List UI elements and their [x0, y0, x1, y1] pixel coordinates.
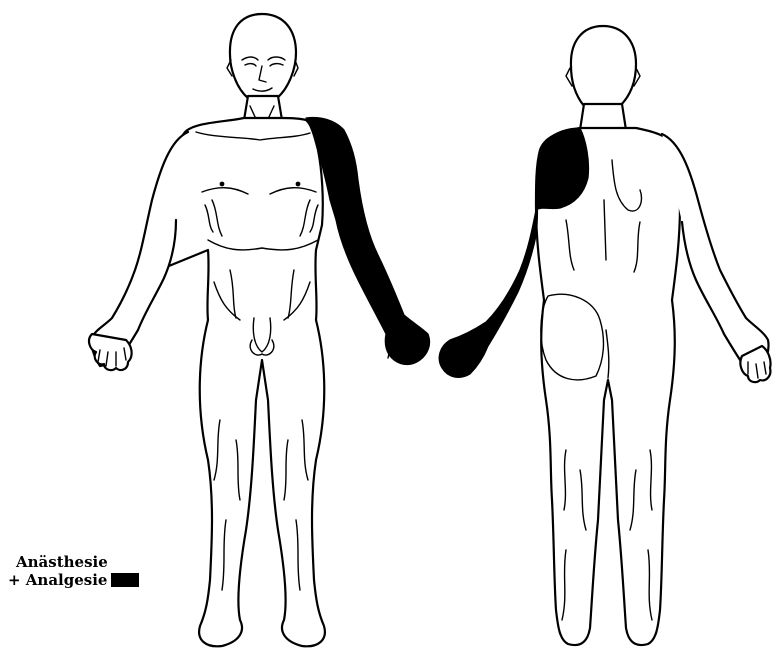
front-head [230, 14, 296, 103]
back-head [571, 26, 636, 112]
legend-label-analgesia: + Analgesie [8, 571, 107, 589]
legend-label-anesthesia: Anästhesie [8, 553, 139, 571]
front-torso [164, 118, 325, 646]
back-view [439, 26, 770, 645]
legend: Anästhesie + Analgesie [8, 553, 139, 589]
front-view [89, 14, 430, 646]
front-affected-region [306, 118, 430, 365]
front-right-arm [92, 132, 188, 366]
legend-row-analgesia: + Analgesie [8, 571, 139, 589]
legend-swatch [111, 573, 139, 587]
